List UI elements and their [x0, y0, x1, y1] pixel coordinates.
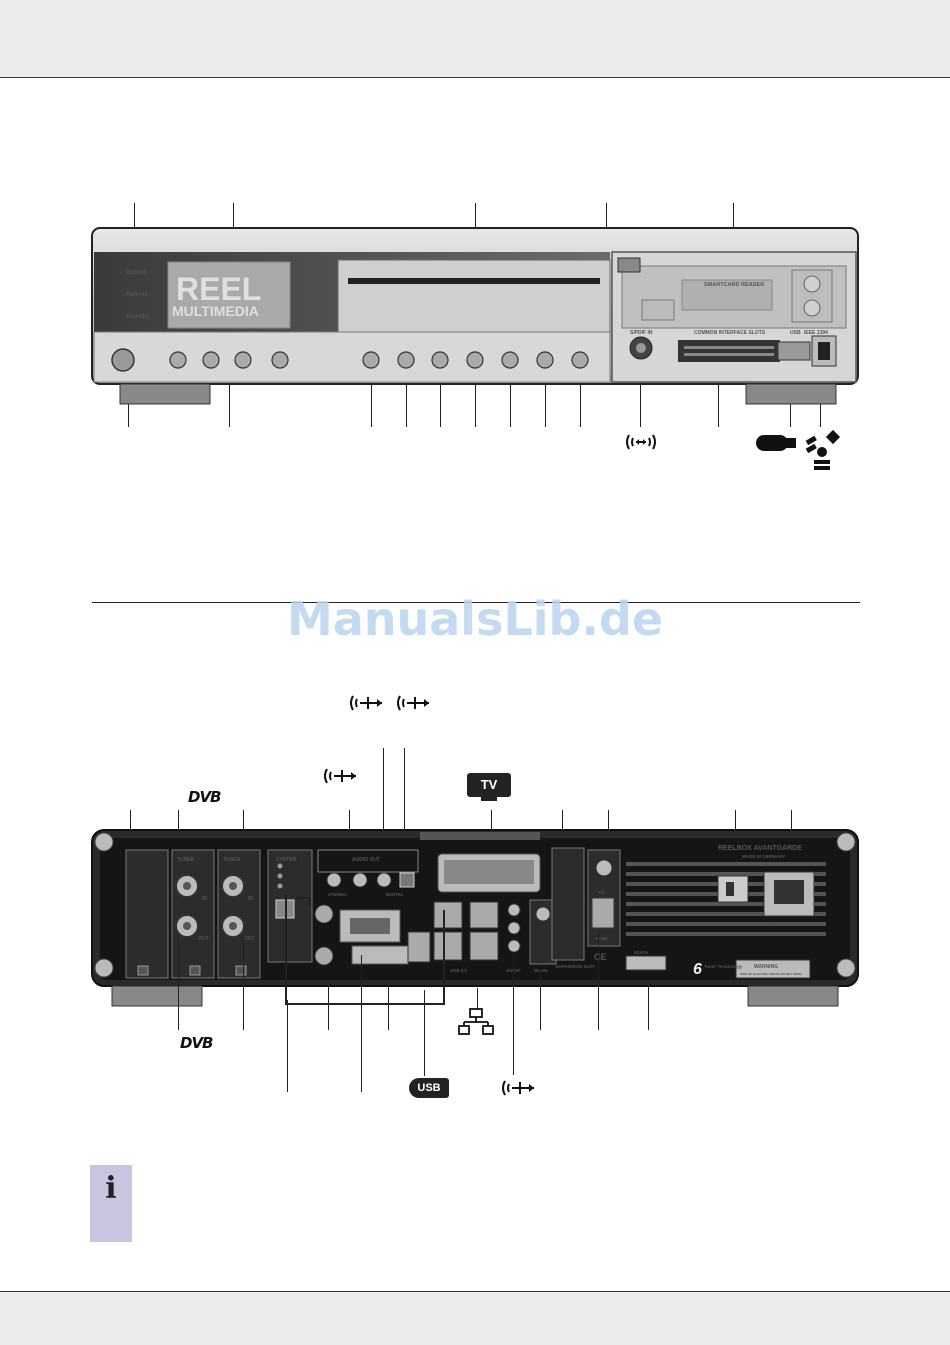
callout-line [580, 375, 581, 427]
callout-line [718, 370, 719, 427]
spdif-in-label: S/PDIF IN [630, 330, 653, 336]
usb-stick-icon [756, 435, 796, 451]
warning-text: RISK OF ELECTRIC SHOCK DO NOT OPEN [740, 972, 802, 976]
led-standby-label: Standby [126, 314, 150, 320]
callout-line [388, 985, 389, 1030]
firewire-icon [805, 429, 841, 470]
dvb-logo-top: DVB [188, 788, 221, 806]
callout-line [648, 985, 649, 1030]
ieee-1394-label: IEEE 1394 [804, 330, 828, 336]
smartcard-reader-label: SMARTCARD READER [704, 282, 764, 288]
front-panel-illustration: Record Remote Standby REEL MULTIMEDIA SM… [91, 227, 859, 405]
callout-line [229, 375, 230, 427]
section-divider [92, 602, 860, 603]
info-icon: i [105, 1171, 117, 1206]
digital-audio-in-icon [626, 434, 656, 450]
system-label: SYSTEM [276, 857, 297, 863]
usb-label: USB [790, 330, 801, 336]
callout-line [540, 970, 541, 1030]
made-in-label: MADE IN GERMANY [742, 854, 785, 859]
tv-icon: TV [467, 773, 511, 801]
callout-line [513, 955, 514, 1075]
tv-icon-stand [481, 797, 497, 801]
bracket-lines [285, 894, 445, 1005]
slot-number-2: 2 [193, 969, 197, 975]
digital-audio-out-icon [397, 695, 429, 711]
usb20-label: USB 2.0 [450, 968, 468, 973]
callout-line [361, 955, 362, 1092]
ce-mark: CE [594, 952, 607, 962]
stereo-audio-out-icon [324, 768, 356, 784]
callout-line [178, 935, 179, 1030]
tuner-label-1: TUNER [223, 857, 241, 863]
callout-line [640, 370, 641, 427]
header-band [0, 0, 950, 78]
led-remote-label: Remote [126, 292, 149, 298]
brand-label: REELBOX AVANTGARDE [718, 845, 802, 852]
callout-line [475, 375, 476, 427]
callout-line [371, 375, 372, 427]
footer-band [0, 1291, 950, 1345]
callout-line [406, 375, 407, 427]
callout-line [243, 935, 244, 1030]
hdmi-label: HDMI [596, 936, 608, 941]
esata-label: eSATA [634, 950, 649, 955]
analog-audio-out-icon [350, 695, 382, 711]
tv-icon-label: TV [467, 773, 511, 797]
watermark: ManualsLib.de [286, 592, 664, 646]
callout-line [424, 990, 425, 1076]
logo-multimedia: MULTIMEDIA [172, 303, 259, 319]
usb-badge-icon: USB [409, 1078, 449, 1098]
callout-line [328, 985, 329, 1030]
network-icon [458, 1008, 494, 1035]
back-panel-illustration: TUNER TUNER IN OUT IN OUT 3 2 1 SYSTEM A… [91, 829, 859, 1007]
callout-line [510, 375, 511, 427]
dvb-logo-bottom: DVB [180, 1034, 213, 1052]
stereo-label: STEREO [328, 892, 347, 897]
tuner-out-label-1: OUT [244, 936, 255, 942]
callout-line [598, 930, 599, 1030]
callout-line [128, 385, 129, 427]
callout-line [545, 375, 546, 427]
callout-line [440, 375, 441, 427]
tuner-in-label-1: IN [248, 896, 253, 902]
digital-label: DIGITAL [386, 892, 404, 897]
callout-line [477, 988, 478, 1010]
callout-line [287, 1000, 288, 1092]
tuner-tech-number: 6 [693, 961, 702, 978]
ci-slots-label: COMMON INTERFACE SLOTS [694, 330, 766, 336]
slot-number-3: 3 [141, 969, 145, 975]
tuner-in-label-2: IN [202, 896, 207, 902]
led-record-label: Record [126, 270, 147, 276]
tuner-tech-label: Tuner Technology [704, 964, 743, 969]
audio-out-label: AUDIO OUT [352, 857, 380, 863]
expansion-slot-label: EXPANSION SLOT [556, 964, 596, 969]
info-note-box: i [90, 1165, 132, 1242]
slot-number-1: 1 [239, 969, 243, 975]
yc-label: Y/C [598, 890, 606, 895]
callout-line [383, 748, 384, 866]
warning-label: WARNING [754, 964, 778, 970]
tuner-label-2: TUNER [177, 857, 195, 863]
callout-line [404, 748, 405, 866]
audio-in-icon [502, 1080, 534, 1096]
power-spec-label: 90-264V AC 50-60 Hz [766, 922, 811, 927]
logo-reel: REEL [176, 271, 261, 307]
tuner-out-label-2: OUT [198, 936, 209, 942]
